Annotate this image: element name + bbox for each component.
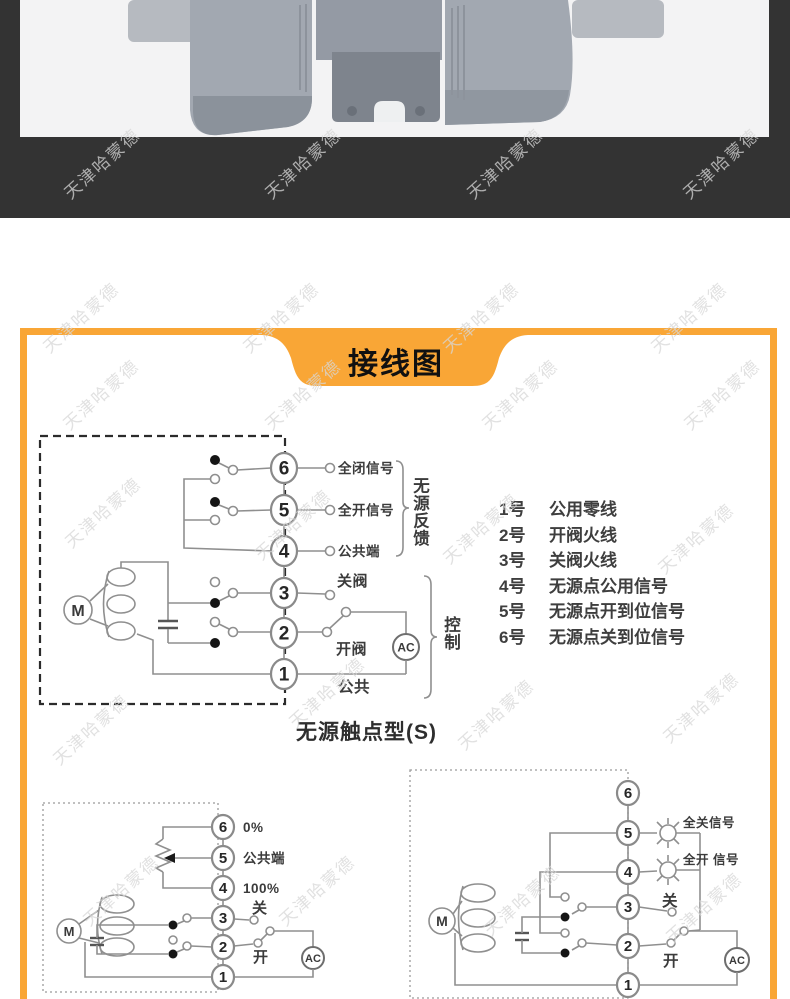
terminal-description: 无源点开到位信号 xyxy=(549,602,685,622)
list-item: 1号 公用零线 xyxy=(499,495,685,521)
terminal-number: 6号 xyxy=(499,627,526,647)
diagram-caption: 无源触点型(S) xyxy=(296,721,437,744)
wiring-diagram-panel xyxy=(20,328,777,999)
terminal-description: 无源点公用信号 xyxy=(549,576,668,596)
terminal-number: 4号 xyxy=(499,576,526,596)
list-item: 5号 无源点开到位信号 xyxy=(499,597,685,623)
hero-image-section xyxy=(0,0,790,218)
list-item: 3号 关阀火线 xyxy=(499,546,685,572)
terminal-description: 公用零线 xyxy=(549,500,617,520)
feedback-group-label: 无源反馈 xyxy=(410,477,429,547)
terminal-number: 1号 xyxy=(499,500,526,520)
list-item: 2号 开阀火线 xyxy=(499,521,685,547)
terminal-number: 5号 xyxy=(499,602,526,622)
terminal-definitions-list: 1号 公用零线 2号 开阀火线 3号 关阀火线 4号 无源点公用信号 5号 无源点开到位信… xyxy=(499,495,685,648)
list-item: 4号 无源点公用信号 xyxy=(499,572,685,598)
terminal-number: 3号 xyxy=(499,551,526,571)
list-item: 6号 无源点关到位信号 xyxy=(499,623,685,649)
control-group-label: 控制 xyxy=(441,616,460,651)
terminal-description: 无源点关到位信号 xyxy=(549,627,685,647)
terminal-description: 开阀火线 xyxy=(549,525,617,545)
section-title: 接线图 xyxy=(348,348,444,381)
product-photo xyxy=(20,0,769,137)
terminal-number: 2号 xyxy=(499,525,526,545)
actuator-photo-illustration xyxy=(20,0,769,137)
terminal-description: 关阀火线 xyxy=(549,551,617,571)
